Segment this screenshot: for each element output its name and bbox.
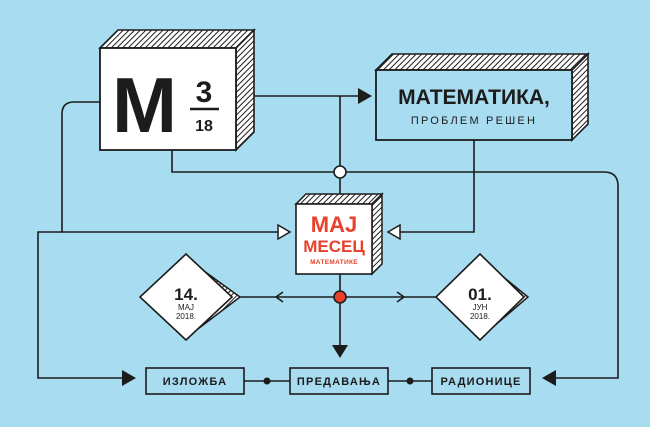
connector-logo-to-workshops (171, 150, 619, 379)
date-right-month: ЈУН (473, 303, 488, 312)
event-label: ИЗЛОЖБА (163, 376, 227, 388)
chevron-left-icon (274, 291, 284, 303)
may-month-box: МАЈ МЕСЕЦ МАТЕМАТИКЕ (294, 192, 384, 276)
arrow-center-right-icon (386, 223, 401, 241)
date-left-month: МАЈ (178, 303, 194, 312)
event-label: ПРЕДАВАЊА (297, 376, 381, 388)
logo-superscript: 3 (196, 76, 213, 109)
arrow-to-math-icon (358, 88, 372, 104)
logo-block: M 3 18 (98, 28, 256, 152)
event-exhibition: ИЗЛОЖБА (145, 367, 245, 395)
date-right-day: 01. (468, 285, 492, 304)
event-workshops: РАДИОНИЦЕ (431, 367, 531, 395)
event-link-dot (263, 377, 271, 385)
math-box-title: МАТЕМАТИКА, (398, 86, 550, 109)
math-problem-box: МАТЕМАТИКА, ПРОБЛЕМ РЕШЕН (374, 52, 590, 142)
date-left-day: 14. (174, 285, 198, 304)
center-line-1: МАЈ (311, 212, 357, 237)
junction-red-dot (333, 290, 347, 304)
logo-subscript: 18 (195, 118, 213, 135)
connector-lines (37, 95, 619, 382)
math-box-subtitle: ПРОБЛЕМ РЕШЕН (411, 115, 537, 127)
date-left-year: 2018. (176, 312, 196, 321)
date-right-year: 2018. (470, 312, 490, 321)
date-diamond-right: 01. ЈУН 2018. (434, 252, 530, 342)
arrow-center-left-icon (277, 223, 292, 241)
chevron-right-icon (396, 291, 406, 303)
logo-letter: M (112, 61, 177, 149)
junction-dot (333, 165, 347, 179)
event-link-dot (406, 377, 414, 385)
connector-math-to-center (400, 140, 475, 233)
arrow-to-events-icon (332, 345, 348, 358)
center-line-2: МЕСЕЦ (303, 237, 365, 256)
center-line-3: МАТЕМАТИКЕ (310, 259, 358, 266)
arrow-to-workshops-icon (542, 370, 556, 386)
connector-left-loop (37, 231, 124, 379)
arrow-to-exhibition-icon (122, 370, 136, 386)
connector-logo-to-center (61, 101, 278, 233)
date-diamond-left: 14. МАЈ 2018. (138, 252, 242, 342)
event-lectures: ПРЕДАВАЊА (289, 367, 389, 395)
event-label: РАДИОНИЦЕ (440, 376, 521, 388)
